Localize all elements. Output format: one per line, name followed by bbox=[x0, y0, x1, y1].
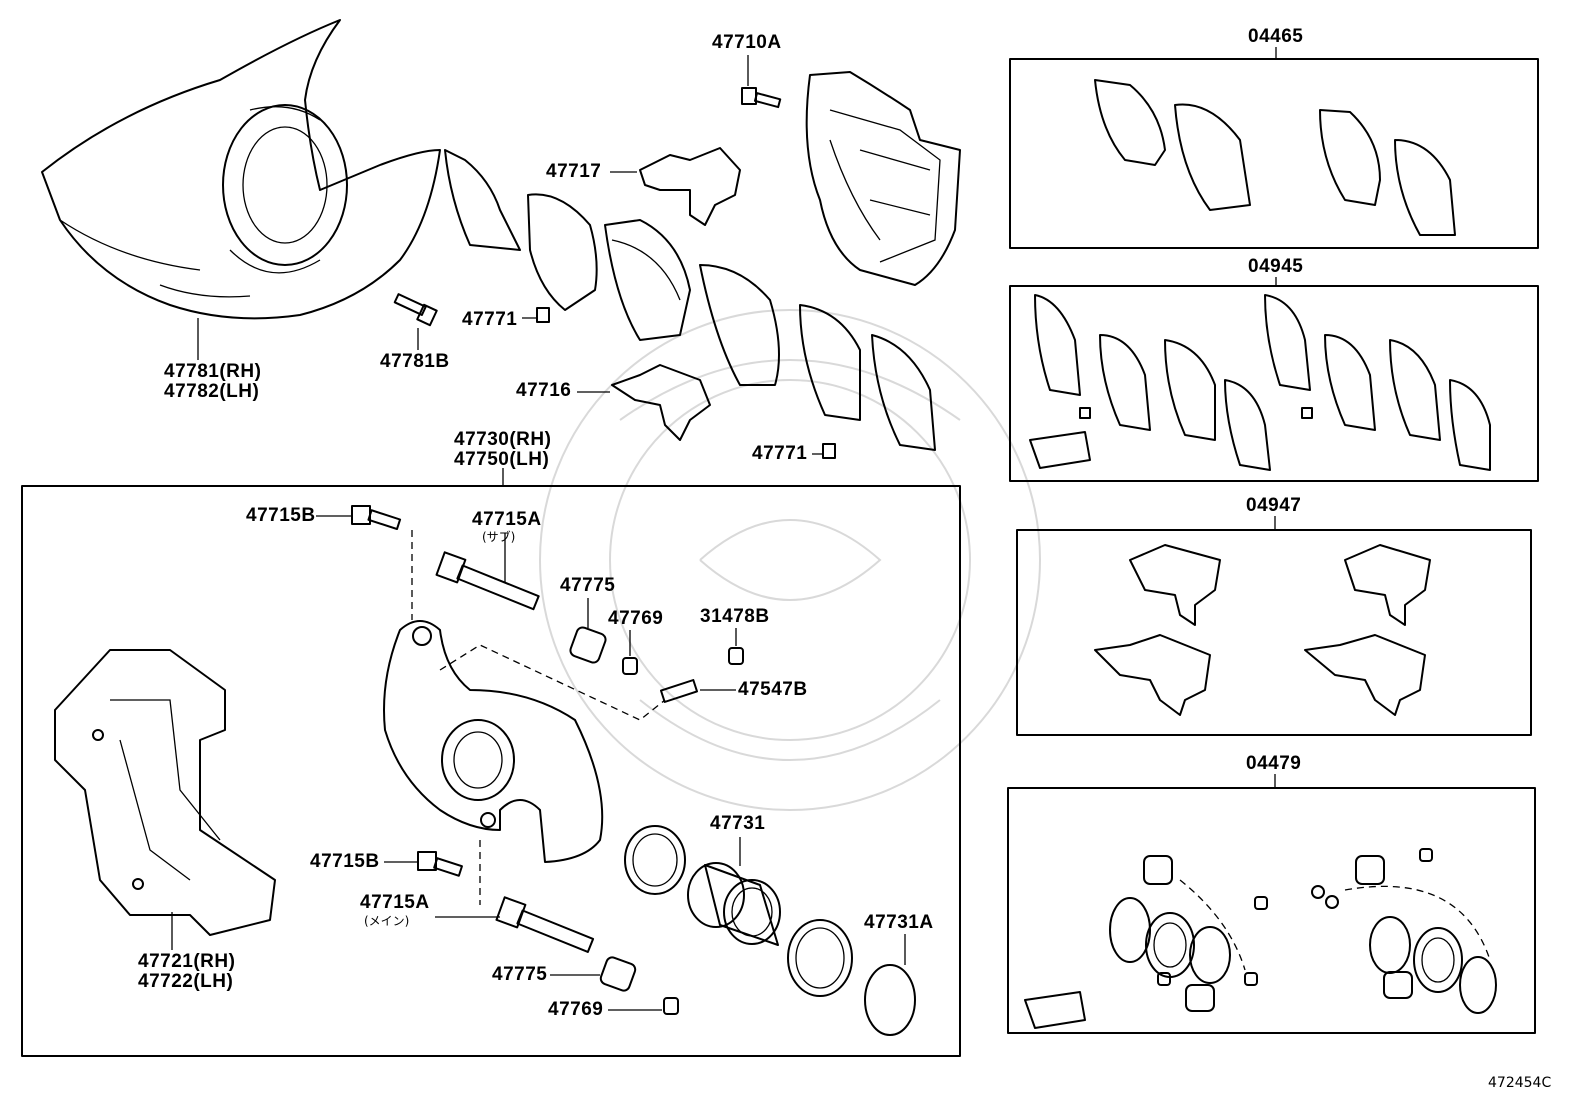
label-47781-rh: 47781(RH) bbox=[164, 361, 262, 382]
figure-code: 472454C bbox=[1488, 1075, 1552, 1091]
kit-04945-box bbox=[1009, 285, 1539, 482]
label-47715b-bottom: 47715B bbox=[310, 851, 380, 872]
label-kit-04479: 04479 bbox=[1246, 753, 1302, 774]
label-47731: 47731 bbox=[710, 813, 766, 834]
label-47715b-top: 47715B bbox=[246, 505, 316, 526]
label-main-note: (メイン) bbox=[364, 914, 410, 928]
label-47769-bottom: 47769 bbox=[548, 999, 604, 1020]
label-47547b: 47547B bbox=[738, 679, 808, 700]
label-47710a: 47710A bbox=[712, 32, 782, 53]
label-47750-lh: 47750(LH) bbox=[454, 449, 550, 470]
label-47775-top: 47775 bbox=[560, 575, 616, 596]
bolt-47781b-icon bbox=[393, 293, 438, 327]
caliper-assembly-icon bbox=[805, 71, 961, 286]
bleeder-cap-icon bbox=[728, 647, 744, 665]
label-47781b: 47781B bbox=[380, 351, 450, 372]
piston-icon bbox=[624, 825, 916, 1036]
kit-04465-box bbox=[1009, 58, 1539, 249]
label-47771-top: 47771 bbox=[462, 309, 518, 330]
label-47769-top: 47769 bbox=[608, 608, 664, 629]
brake-pad-icon bbox=[444, 149, 936, 451]
label-47721-rh: 47721(RH) bbox=[138, 951, 236, 972]
bolt-icon bbox=[351, 505, 463, 877]
label-47730-rh: 47730(RH) bbox=[454, 429, 552, 450]
cap-icon bbox=[622, 657, 679, 1015]
label-47715a-bottom: 47715A bbox=[360, 892, 430, 913]
bleeder-screw-icon bbox=[659, 679, 699, 703]
caliper-kit-box bbox=[21, 485, 961, 1057]
label-47717: 47717 bbox=[546, 161, 602, 182]
kit-04945-pads-icon bbox=[1029, 294, 1491, 471]
grease-packet-icon bbox=[1029, 431, 1091, 469]
label-sub-note: (サブ) bbox=[482, 530, 516, 544]
label-47782-lh: 47782(LH) bbox=[164, 381, 260, 402]
kit-04947-box bbox=[1016, 529, 1532, 736]
kit-04479-seals-icon bbox=[1024, 848, 1497, 1029]
label-47775-bottom: 47775 bbox=[492, 964, 548, 985]
label-47715a-top: 47715A bbox=[472, 509, 542, 530]
label-47731a: 47731A bbox=[864, 912, 934, 933]
torque-plate-icon bbox=[54, 649, 276, 936]
grease-packet-icon bbox=[1024, 991, 1086, 1029]
dust-shield-icon bbox=[41, 19, 441, 320]
label-47771-bottom: 47771 bbox=[752, 443, 808, 464]
label-47716: 47716 bbox=[516, 380, 572, 401]
kit-04479-box bbox=[1007, 787, 1536, 1034]
small-clip-icon bbox=[536, 307, 836, 459]
label-kit-04945: 04945 bbox=[1248, 256, 1304, 277]
label-47722-lh: 47722(LH) bbox=[138, 971, 234, 992]
pad-clip-icon bbox=[611, 147, 741, 441]
caliper-icon bbox=[383, 620, 604, 863]
watermark-emblem bbox=[539, 309, 1041, 811]
label-31478b: 31478B bbox=[700, 606, 770, 627]
kit-04465-pads-icon bbox=[1094, 79, 1456, 236]
bolt-47710a-icon bbox=[741, 87, 782, 109]
boot-icon bbox=[569, 626, 637, 992]
label-kit-04947: 04947 bbox=[1246, 495, 1302, 516]
kit-04947-clips-icon bbox=[1094, 544, 1431, 716]
label-kit-04465: 04465 bbox=[1248, 26, 1304, 47]
guide-pin-icon bbox=[435, 551, 595, 953]
